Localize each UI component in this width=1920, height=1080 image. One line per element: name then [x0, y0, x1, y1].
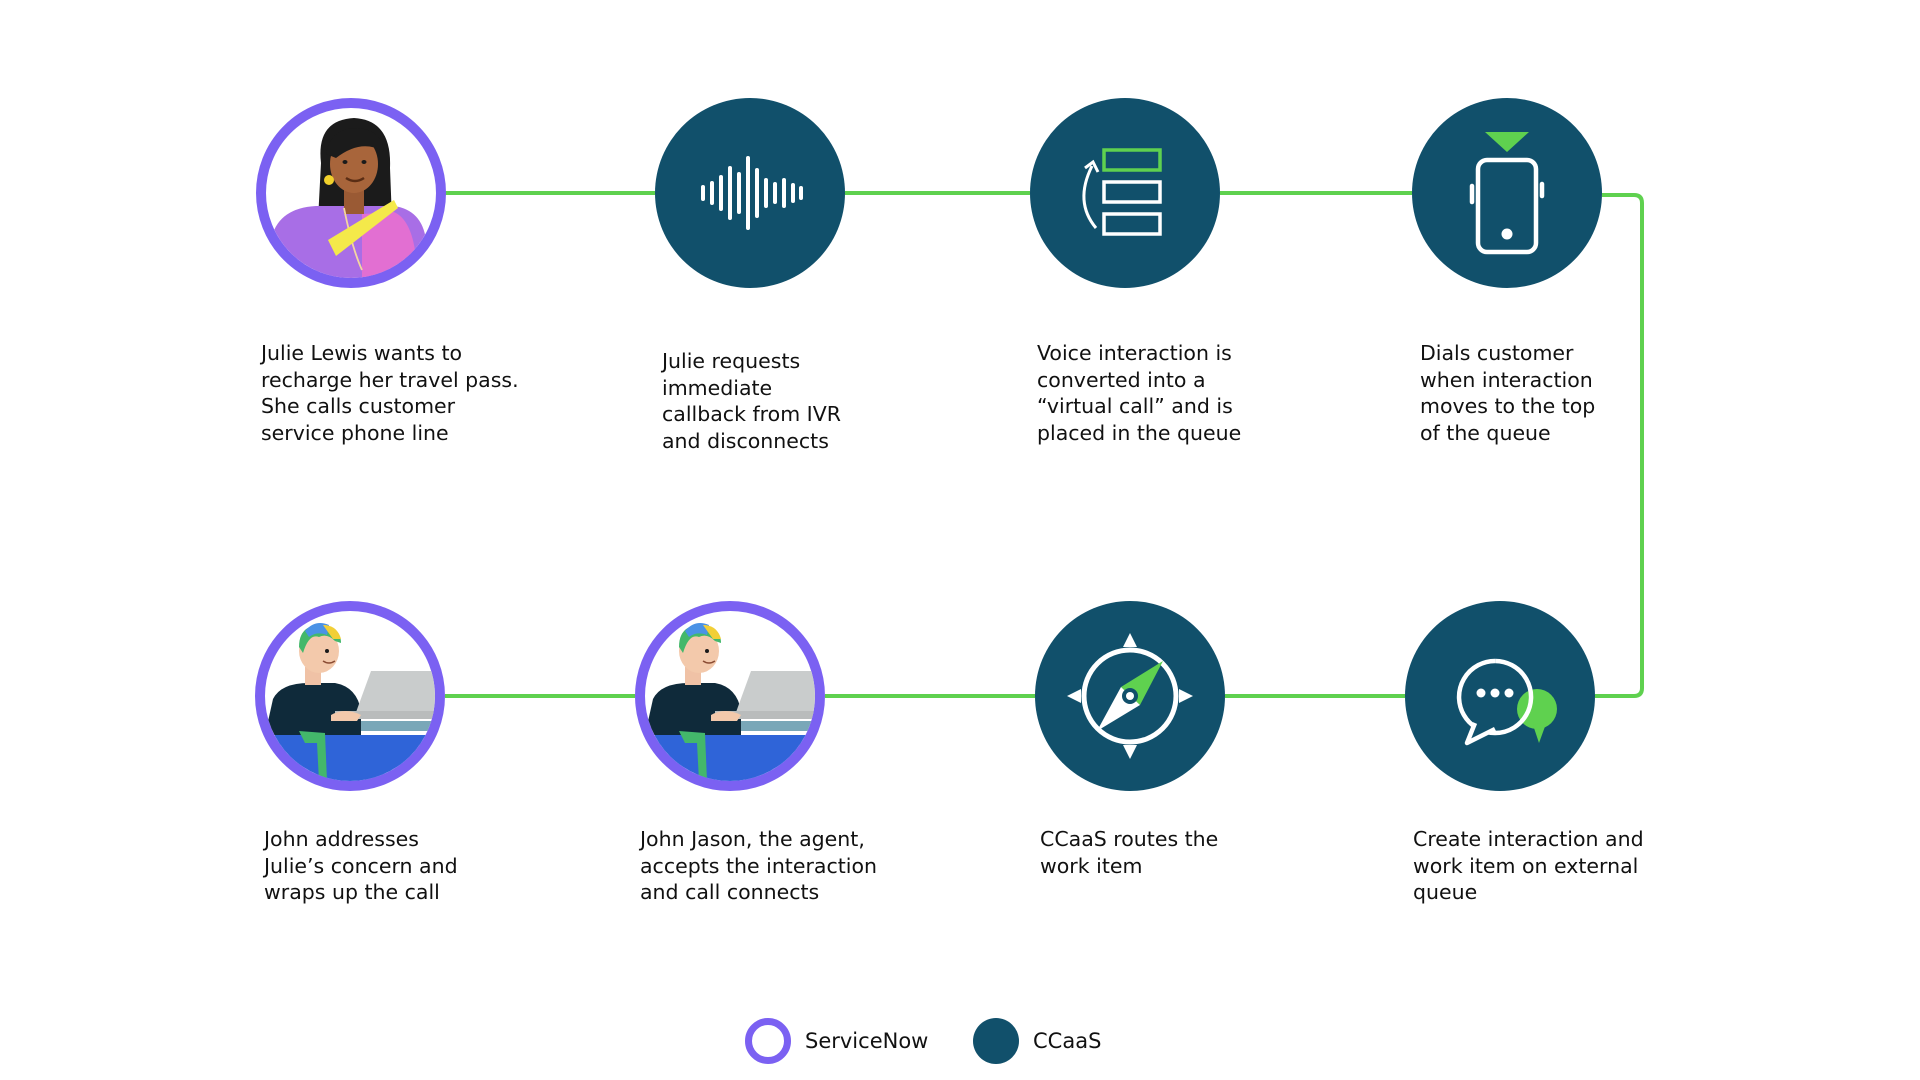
step-1-caption: Julie Lewis wants to recharge her travel… — [261, 341, 519, 445]
legend-ccaas: CCaaS — [973, 1018, 1101, 1064]
step-7-node — [635, 601, 825, 791]
step-8-caption: John addresses Julie’s concern and wraps… — [264, 827, 458, 904]
step-2-caption: Julie requests immediate callback from I… — [662, 349, 841, 453]
step-3-caption: Voice interaction is converted into a “v… — [1037, 341, 1242, 445]
step-8-node — [255, 601, 445, 791]
julie-avatar-icon — [266, 118, 432, 278]
step-1-node — [256, 98, 446, 288]
servicenow-ring-icon — [745, 1018, 791, 1064]
step-4-caption: Dials customer when interaction moves to… — [1420, 341, 1596, 445]
ccaas-dot-icon — [973, 1018, 1019, 1064]
phone-dial-icon — [1469, 132, 1545, 255]
agent-avatar-icon — [265, 623, 435, 781]
agent-avatar-icon — [645, 623, 815, 781]
step-7-caption: John Jason, the agent, accepts the inter… — [640, 827, 877, 904]
legend-label: ServiceNow — [805, 1029, 929, 1053]
step-5-node — [1405, 601, 1595, 791]
step-6-caption: CCaaS routes the work item — [1040, 827, 1219, 878]
legend-servicenow: ServiceNow — [745, 1018, 928, 1064]
step-2-node — [655, 98, 845, 288]
step-3-node — [1030, 98, 1220, 288]
queue-stack-icon — [1082, 148, 1162, 236]
step-4-node — [1412, 98, 1602, 288]
step-6-node — [1035, 601, 1225, 791]
step-5-caption: Create interaction and work item on exte… — [1413, 827, 1644, 904]
sound-wave-icon — [701, 156, 803, 230]
legend-label: CCaaS — [1033, 1029, 1102, 1053]
compass-icon — [1067, 633, 1193, 759]
chat-bubbles-icon — [1456, 658, 1557, 746]
connector-4-5 — [1595, 193, 1644, 698]
